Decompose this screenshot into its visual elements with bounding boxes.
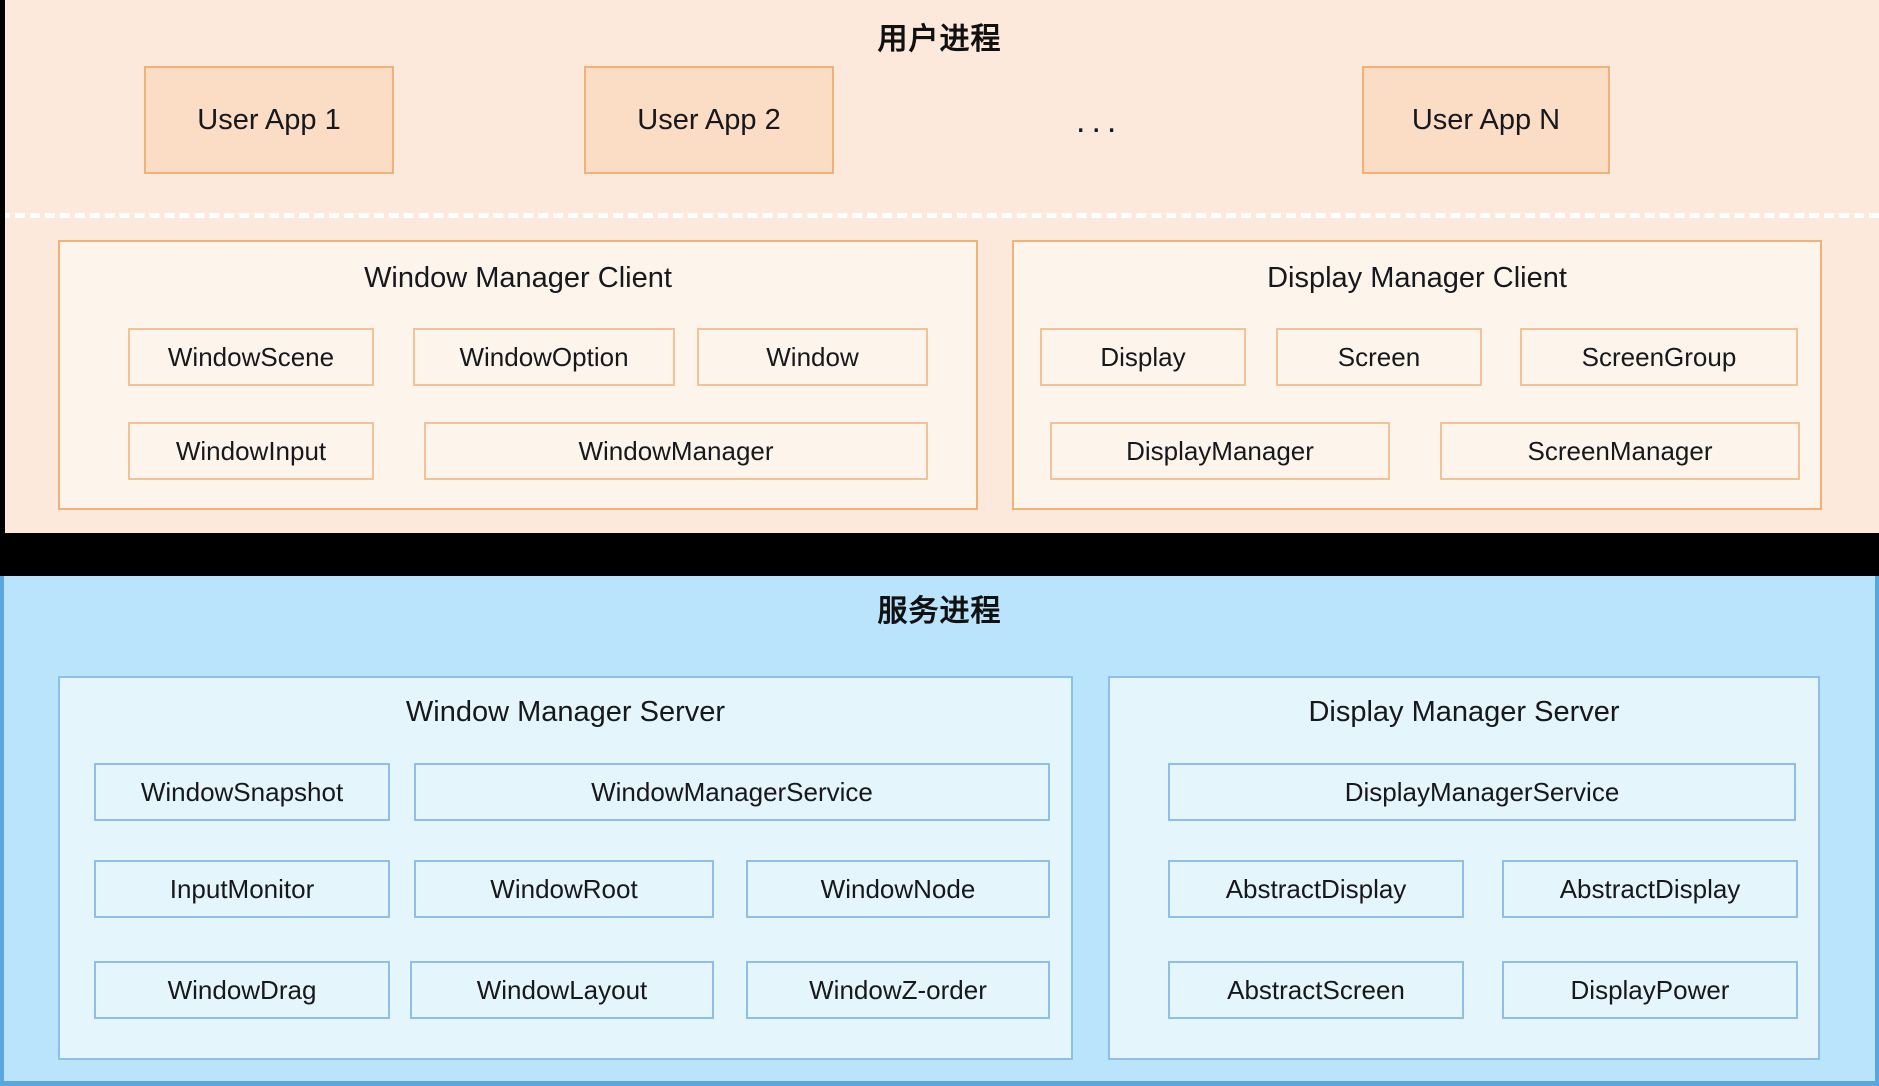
- leaf-window-node: WindowNode: [746, 860, 1050, 918]
- frame-edge-left-upper: [0, 0, 5, 533]
- service-process-title: 服务进程: [877, 595, 1002, 628]
- leaf-window-layout: WindowLayout: [410, 961, 714, 1019]
- leaf-label: ScreenGroup: [1581, 341, 1737, 372]
- leaf-label: AbstractDisplay: [1559, 873, 1741, 904]
- leaf-label: Display: [1100, 341, 1186, 372]
- leaf-window-input: WindowInput: [128, 422, 374, 480]
- leaf-window-drag: WindowDrag: [94, 961, 390, 1019]
- ellipsis-icon: ...: [1076, 102, 1123, 140]
- user-app-box-n: User App N: [1362, 66, 1610, 174]
- leaf-window-scene: WindowScene: [128, 328, 374, 386]
- leaf-label: WindowManager: [578, 435, 774, 466]
- leaf-input-monitor: InputMonitor: [94, 860, 390, 918]
- leaf-window-manager: WindowManager: [424, 422, 928, 480]
- leaf-label: WindowDrag: [167, 974, 317, 1005]
- leaf-window-root: WindowRoot: [414, 860, 714, 918]
- leaf-display-power: DisplayPower: [1502, 961, 1798, 1019]
- leaf-label: DisplayManagerService: [1344, 776, 1620, 807]
- leaf-display: Display: [1040, 328, 1246, 386]
- leaf-abstract-display-1: AbstractDisplay: [1168, 860, 1464, 918]
- leaf-label: DisplayManager: [1126, 435, 1314, 466]
- leaf-screen-group: ScreenGroup: [1520, 328, 1798, 386]
- user-app-label-2: User App 2: [637, 103, 781, 136]
- leaf-label: WindowLayout: [476, 974, 648, 1005]
- leaf-window-option: WindowOption: [413, 328, 675, 386]
- leaf-window-z-order: WindowZ-order: [746, 961, 1050, 1019]
- process-boundary-dashed-line: [0, 213, 1879, 218]
- leaf-label: Screen: [1337, 341, 1421, 372]
- leaf-screen-manager: ScreenManager: [1440, 422, 1800, 480]
- window-manager-server-title: Window Manager Server: [405, 696, 726, 728]
- leaf-label: WindowInput: [175, 435, 327, 466]
- leaf-window-manager-service: WindowManagerService: [414, 763, 1050, 821]
- leaf-label: AbstractDisplay: [1225, 873, 1407, 904]
- frame-edge-bottom: [0, 1081, 1879, 1086]
- leaf-display-manager-service: DisplayManagerService: [1168, 763, 1796, 821]
- leaf-label: WindowSnapshot: [140, 776, 344, 807]
- frame-edge-right-lower: [1875, 576, 1879, 1086]
- leaf-label: WindowManagerService: [591, 776, 873, 807]
- leaf-abstract-screen: AbstractScreen: [1168, 961, 1464, 1019]
- user-app-box-1: User App 1: [144, 66, 394, 174]
- frame-edge-left-lower: [0, 576, 4, 1086]
- user-app-box-2: User App 2: [584, 66, 834, 174]
- window-manager-client-title: Window Manager Client: [364, 262, 672, 294]
- leaf-label: WindowZ-order: [809, 974, 987, 1005]
- leaf-label: InputMonitor: [169, 873, 315, 904]
- user-process-title: 用户进程: [877, 23, 1002, 56]
- leaf-window-snapshot: WindowSnapshot: [94, 763, 390, 821]
- display-manager-server-title: Display Manager Server: [1308, 696, 1620, 728]
- leaf-display-manager: DisplayManager: [1050, 422, 1390, 480]
- leaf-label: WindowRoot: [490, 873, 638, 904]
- leaf-label: WindowOption: [459, 341, 629, 372]
- user-app-label-1: User App 1: [197, 103, 341, 136]
- leaf-abstract-display-2: AbstractDisplay: [1502, 860, 1798, 918]
- leaf-label: DisplayPower: [1570, 974, 1730, 1005]
- leaf-window: Window: [697, 328, 928, 386]
- process-divider-band: [0, 533, 1879, 576]
- user-app-label-n: User App N: [1411, 103, 1561, 136]
- display-manager-client-title: Display Manager Client: [1267, 262, 1567, 294]
- leaf-label: AbstractScreen: [1227, 974, 1405, 1005]
- leaf-label: WindowNode: [820, 873, 976, 904]
- leaf-screen: Screen: [1276, 328, 1482, 386]
- leaf-label: Window: [766, 341, 859, 372]
- leaf-label: ScreenManager: [1527, 435, 1713, 466]
- leaf-label: WindowScene: [167, 341, 335, 372]
